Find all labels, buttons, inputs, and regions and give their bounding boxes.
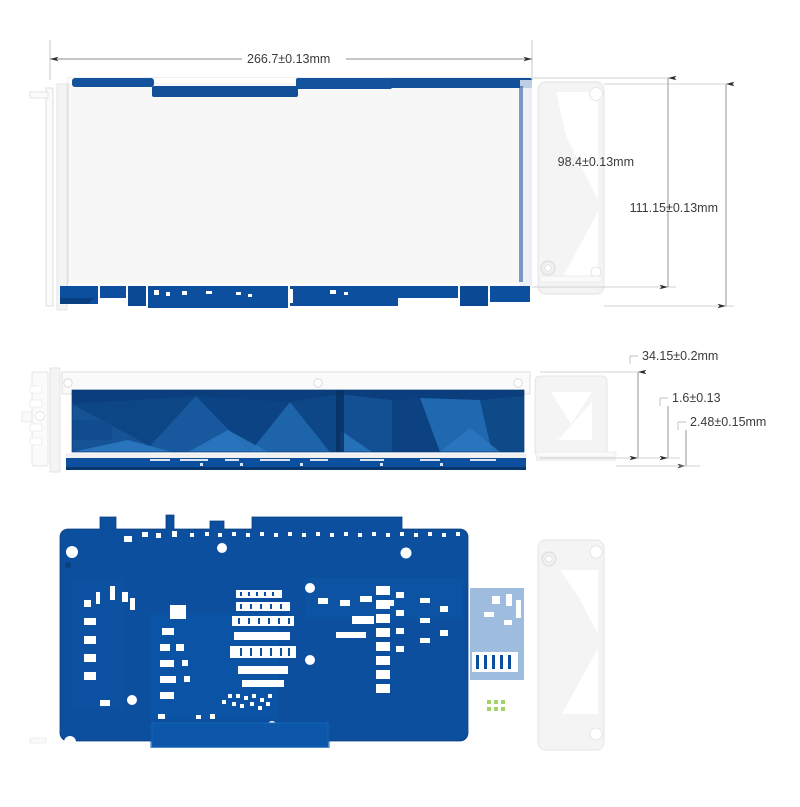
pcie-edge-connector-top (60, 286, 530, 308)
dimension-height-bracket: 111.15±0.13mm (604, 81, 735, 309)
accent-bar-4 (390, 78, 532, 88)
card-shroud-top (67, 77, 532, 291)
pcb-edge-side (65, 453, 527, 470)
pcb-board (59, 514, 524, 748)
side-view: 34.15±0.2mm 1.6±0.13 2.48±0.15mm (21, 349, 766, 473)
dimension-thickness-total-label: 34.15±0.2mm (642, 349, 718, 363)
dimension-thickness-edge: 2.48±0.15mm (616, 415, 766, 469)
dimension-length-label: 266.7±0.13mm (247, 52, 330, 66)
dimension-height-card-label: 98.4±0.13mm (558, 155, 634, 169)
io-bracket-top (29, 83, 68, 311)
support-bracket-bottom (537, 539, 605, 751)
support-bracket-top (537, 81, 605, 295)
accent-bar-2 (152, 86, 298, 97)
accent-bar-1 (72, 78, 154, 87)
top-view: 266.7±0.13mm 98.4±0.13mm 111.15±0.13mm (29, 40, 735, 311)
dimension-height-bracket-label: 111.15±0.13mm (630, 201, 718, 215)
dimension-thickness-pcb-label: 1.6±0.13 (672, 391, 721, 405)
dimension-thickness-total: 34.15±0.2mm (540, 349, 718, 461)
bottom-view (29, 514, 605, 751)
pcb-components (64, 531, 524, 748)
dimension-thickness-pcb: 1.6±0.13 (659, 391, 721, 461)
dimension-thickness-edge-label: 2.48±0.15mm (690, 415, 766, 429)
accent-bar-3 (296, 78, 392, 89)
dimension-height-card: 98.4±0.13mm (532, 75, 677, 290)
bracket-tab-bottom (29, 737, 47, 744)
shroud-cover-side (61, 371, 531, 395)
support-bracket-side (534, 375, 617, 461)
dimension-length: 266.7±0.13mm (49, 40, 533, 80)
heatsink-side (72, 390, 524, 452)
io-bracket-side (21, 367, 61, 473)
